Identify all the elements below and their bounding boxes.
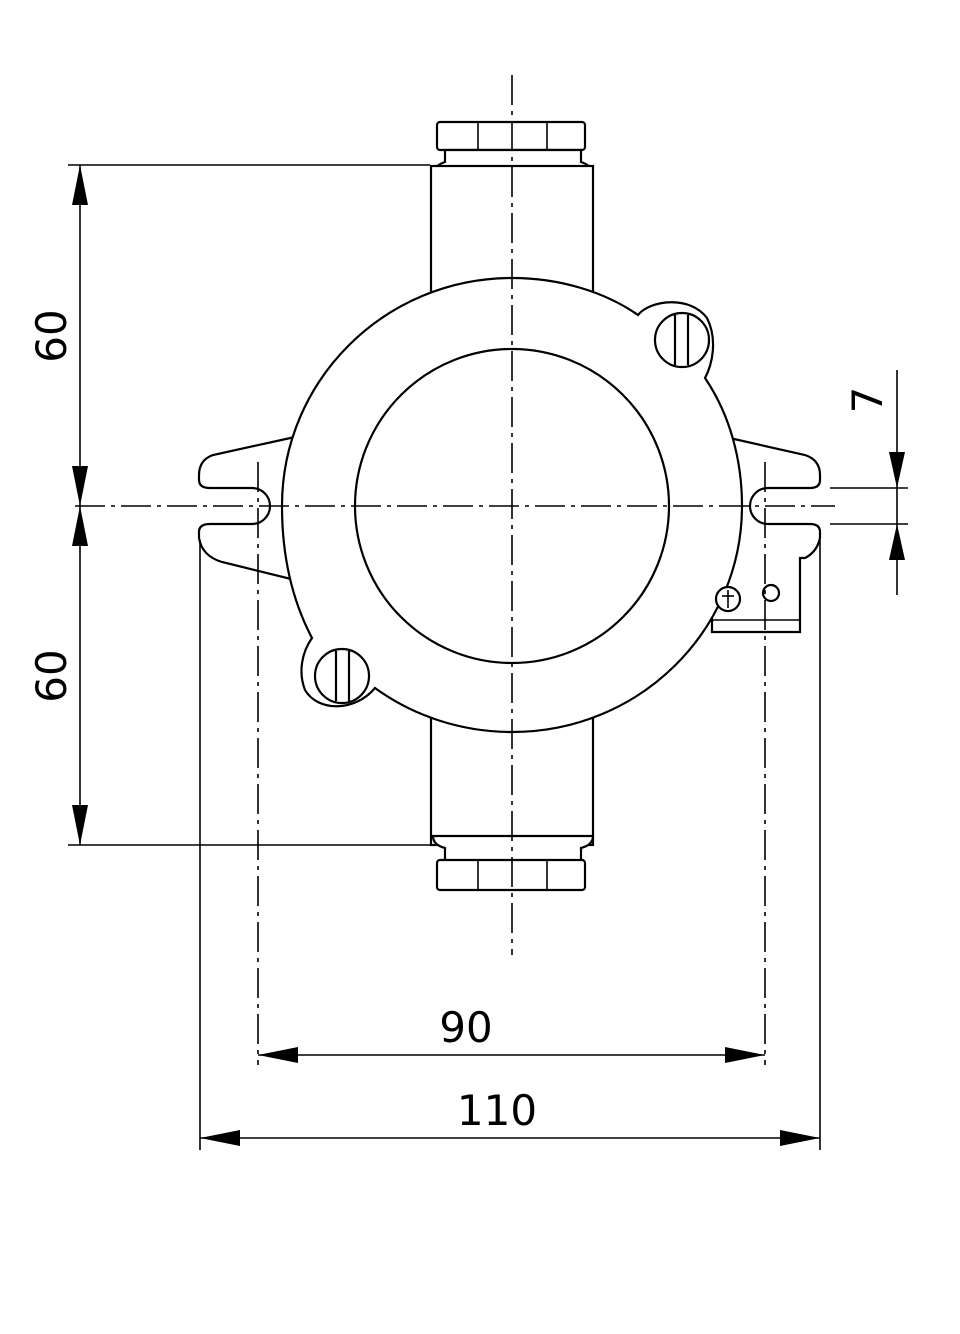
left-mounting-lug bbox=[197, 435, 297, 582]
earth-terminal-icon bbox=[714, 583, 781, 613]
dimension-slot-width: 7 bbox=[843, 387, 892, 414]
dimension-height-upper: 60 bbox=[27, 309, 76, 362]
slot-dimension bbox=[830, 370, 908, 595]
overall-width-dimension bbox=[199, 540, 821, 1150]
dimension-height-lower: 60 bbox=[27, 649, 76, 702]
screw-bottom-left-icon bbox=[313, 647, 371, 705]
dimension-overall-width: 110 bbox=[457, 1086, 537, 1135]
screw-top-right-icon bbox=[653, 311, 711, 369]
vertical-dimension bbox=[68, 164, 430, 846]
dimension-hole-spacing: 90 bbox=[439, 1003, 492, 1052]
center-lines bbox=[75, 75, 835, 1065]
hole-spacing-dimension bbox=[258, 1047, 765, 1063]
